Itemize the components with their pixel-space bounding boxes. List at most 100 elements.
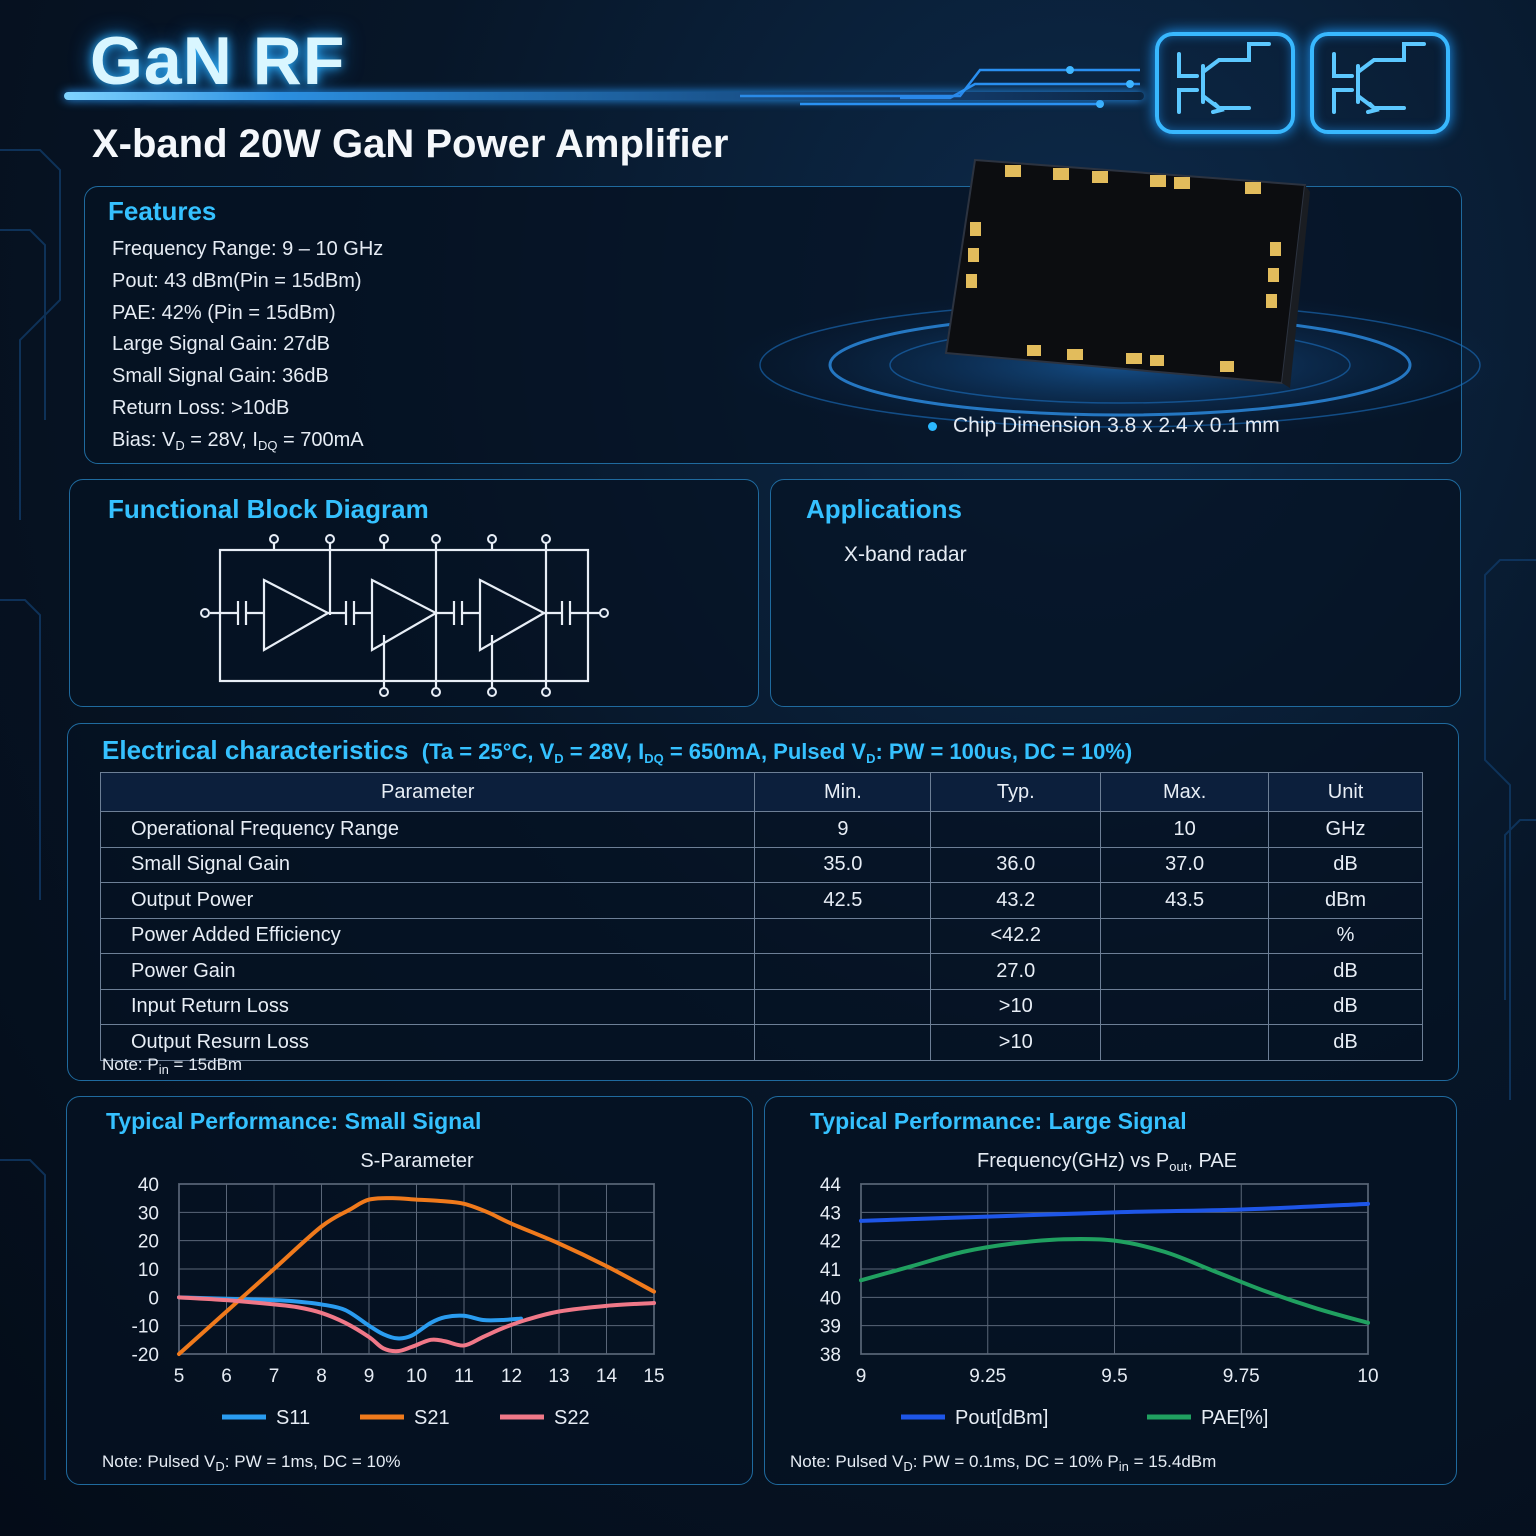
table-cell: 42.5	[754, 882, 932, 919]
y-tick-label: 30	[138, 1203, 159, 1224]
feature-item: Frequency Range: 9 – 10 GHz	[112, 238, 384, 260]
table-cell: dB	[1268, 1024, 1423, 1061]
series-line-pout-dbm-	[859, 1201, 1370, 1223]
page-title: X-band 20W GaN Power Amplifier	[92, 122, 729, 166]
electrical-table: Parameter Min. Typ. Max. Unit Operationa…	[99, 772, 1423, 1061]
legend-label: S11	[276, 1407, 310, 1429]
feature-item: Small Signal Gain: 36dB	[112, 365, 329, 388]
chart-title: Frequency(GHz) vs Pout, PAE	[977, 1150, 1237, 1174]
table-cell	[754, 953, 932, 990]
feature-item-bias: Bias: VD = 28V, IDQ = 700mA	[112, 428, 364, 453]
y-tick-label: 0	[148, 1288, 159, 1309]
table-cell: 35.0	[754, 846, 932, 883]
x-tick-label: 11	[454, 1366, 474, 1387]
table-cell: 27.0	[930, 953, 1102, 990]
table-cell: 10	[1100, 811, 1270, 848]
column-header: Unit	[1268, 772, 1423, 812]
y-tick-label: 44	[820, 1175, 842, 1196]
table-cell	[930, 811, 1102, 848]
table-cell: Power Added Efficiency	[99, 917, 756, 954]
y-tick-label: 40	[820, 1288, 841, 1309]
table-cell: GHz	[1268, 811, 1423, 848]
series-line-s21	[177, 1196, 656, 1356]
table-cell: Input Return Loss	[99, 988, 756, 1025]
column-header: Typ.	[930, 772, 1102, 812]
table-header-row: Parameter Min. Typ. Max. Unit	[99, 772, 1423, 812]
chip-dimension: Chip Dimension 3.8 x 2.4 x 0.1 mm	[928, 414, 1280, 438]
table-cell	[754, 1024, 932, 1061]
large-signal-panel	[764, 1096, 1457, 1485]
series-line-s11	[177, 1295, 523, 1341]
table-cell	[754, 988, 932, 1025]
y-tick-label: 20	[138, 1232, 159, 1253]
x-tick-label: 9.75	[1223, 1366, 1260, 1387]
y-tick-label: 41	[820, 1260, 841, 1281]
table-cell: 37.0	[1100, 846, 1270, 883]
table-cell: 36.0	[930, 846, 1102, 883]
application-item: X-band radar	[844, 543, 967, 566]
table-cell	[1100, 1024, 1270, 1061]
x-tick-label: 9.25	[969, 1366, 1006, 1387]
table-cell: %	[1268, 917, 1423, 954]
x-tick-label: 7	[269, 1366, 280, 1387]
table-cell	[1100, 917, 1270, 954]
table-cell: Small Signal Gain	[99, 846, 756, 883]
chart-title: S-Parameter	[360, 1150, 474, 1172]
electrical-note: Note: Pin = 15dBm	[102, 1055, 243, 1077]
features-list: Frequency Range: 9 – 10 GHz Pout: 43 dBm…	[112, 234, 383, 457]
brand-underline	[64, 92, 1144, 100]
legend-label: S21	[414, 1407, 450, 1429]
y-tick-label: 40	[138, 1175, 159, 1196]
x-tick-label: 9	[364, 1366, 375, 1387]
table-cell: Output Resurn Loss	[99, 1024, 756, 1061]
y-tick-label: -10	[132, 1317, 159, 1338]
y-tick-label: -20	[132, 1345, 159, 1366]
feature-item: PAE: 42% (Pin = 15dBm)	[112, 301, 336, 324]
series-line-pae-	[859, 1236, 1370, 1325]
table-cell: 43.5	[1100, 882, 1270, 919]
y-tick-label: 42	[820, 1232, 841, 1253]
applications-panel	[770, 479, 1461, 707]
block-diagram-panel	[69, 479, 759, 707]
column-header: Max.	[1100, 772, 1270, 812]
features-title: Features	[108, 196, 217, 226]
table-cell: Operational Frequency Range	[99, 811, 756, 848]
x-tick-label: 15	[643, 1366, 664, 1387]
small-signal-panel	[66, 1096, 753, 1485]
table-row: Power Added Efficiency <42.2%	[99, 917, 1423, 954]
y-tick-label: 43	[820, 1203, 841, 1224]
transistor-logo-icon	[1310, 32, 1450, 134]
column-header: Parameter	[99, 772, 756, 812]
brand-logo-text: GaN RF	[90, 23, 346, 99]
bullet-icon	[928, 421, 937, 431]
feature-item: Large Signal Gain: 27dB	[112, 333, 330, 356]
x-tick-label: 14	[596, 1366, 618, 1387]
table-cell: dB	[1268, 953, 1423, 990]
table-cell: <42.2	[930, 917, 1102, 954]
x-tick-label: 8	[316, 1366, 327, 1387]
legend-label: PAE[%]	[1201, 1407, 1268, 1429]
table-cell: dBm	[1268, 882, 1423, 919]
block-diagram-title: Functional Block Diagram	[108, 494, 429, 524]
x-tick-label: 5	[174, 1366, 185, 1387]
series-line-s22	[177, 1295, 656, 1354]
table-cell: dB	[1268, 846, 1423, 883]
table-cell	[754, 917, 932, 954]
block-diagram	[200, 534, 609, 697]
legend-label: Pout[dBm]	[955, 1407, 1048, 1429]
x-tick-label: 6	[221, 1366, 232, 1387]
feature-item: Return Loss: >10dB	[112, 396, 290, 419]
table-cell: >10	[930, 988, 1102, 1025]
y-tick-label: 10	[138, 1260, 159, 1281]
table-cell: 43.2	[930, 882, 1102, 919]
transistor-logo-icon	[1155, 32, 1295, 134]
y-tick-label: 38	[820, 1345, 841, 1366]
electrical-conditions: (Ta = 25°C, VD = 28V, IDQ = 650mA, Pulse…	[421, 739, 1133, 766]
